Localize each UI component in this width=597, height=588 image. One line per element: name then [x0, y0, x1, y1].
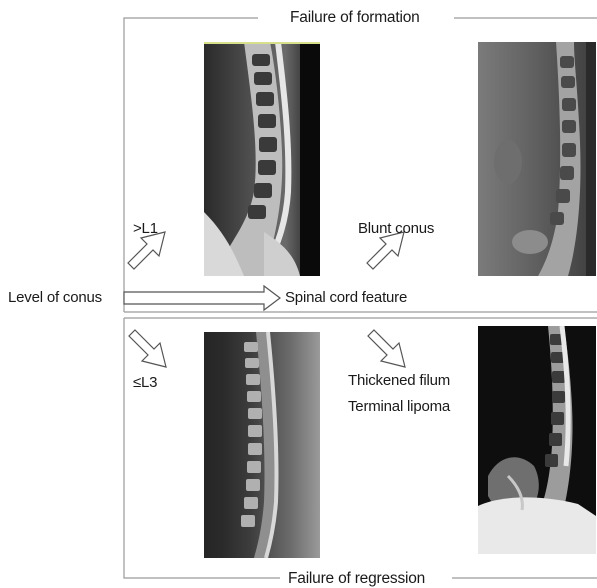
right-arrow-icon	[124, 286, 280, 310]
upper-level-label: >L1	[133, 220, 158, 238]
axis-right-label: Spinal cord feature	[285, 289, 407, 307]
upper-feature-label: Blunt conus	[358, 220, 434, 238]
bottom-heading: Failure of regression	[288, 570, 425, 588]
down-right-arrow-icon-2	[368, 330, 405, 367]
lower-feature-line-1: Thickened filum	[348, 372, 450, 390]
down-right-arrow-icon	[129, 330, 166, 367]
top-heading: Failure of formation	[290, 9, 420, 27]
lower-feature-line-2: Terminal lipoma	[348, 398, 450, 416]
lower-level-label: ≤L3	[133, 374, 157, 392]
axis-left-label: Level of conus	[8, 289, 102, 307]
